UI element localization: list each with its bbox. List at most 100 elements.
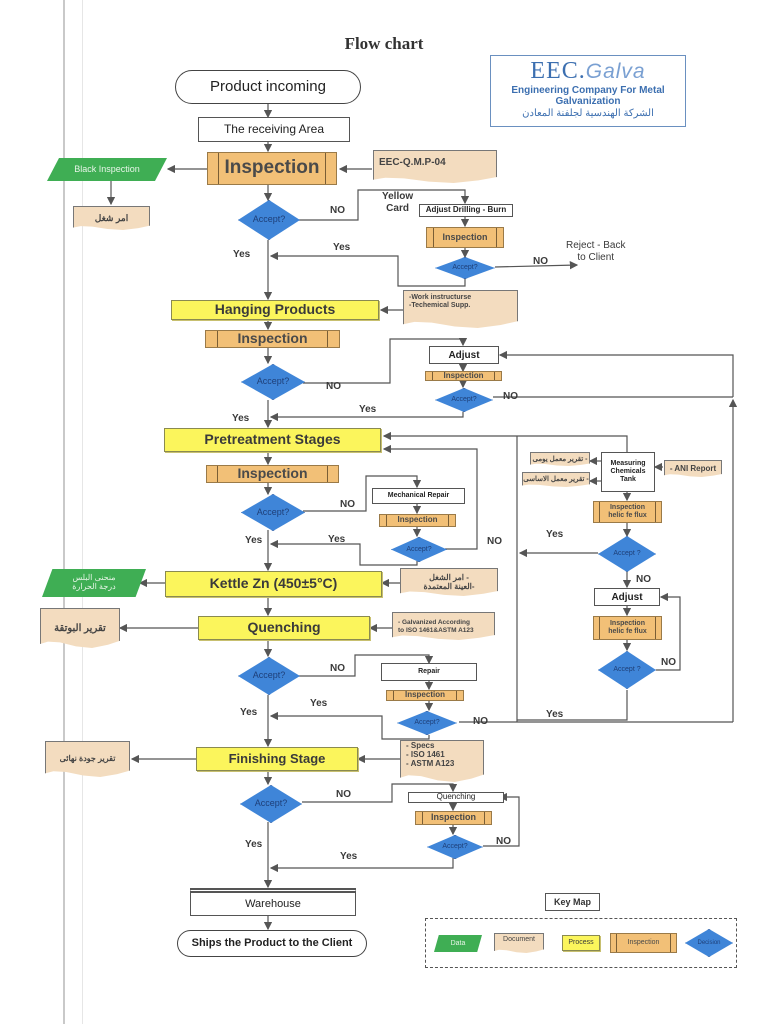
label-no: NO xyxy=(661,657,676,668)
label-no: NO xyxy=(340,499,355,510)
label-no: NO xyxy=(487,536,502,547)
connector xyxy=(269,711,430,740)
key-map-title: Key Map xyxy=(545,893,600,911)
label-no: NO xyxy=(336,789,351,800)
legend-inspection: Inspection xyxy=(610,933,677,953)
stamp-english: Engineering Company For Metal Galvanizat… xyxy=(511,85,665,107)
doc-galvanized-according: - Galvanized According to ISO 1461&ASTM … xyxy=(392,612,495,640)
connector xyxy=(302,783,458,803)
legend-decision: Decision xyxy=(685,929,733,957)
inspection-quenching-2: Inspection xyxy=(415,811,492,825)
label-yes: Yes xyxy=(245,535,263,546)
page-margin-line-secondary xyxy=(82,0,83,1024)
decision-accept-5: Accept? xyxy=(240,785,302,823)
decision-accept-3: Accept? xyxy=(241,494,305,531)
connector xyxy=(382,444,478,550)
label-no: NO xyxy=(473,716,488,727)
connector xyxy=(303,337,468,384)
stamp-logo: EEC.Galva xyxy=(530,58,646,84)
label-yes: Yes xyxy=(245,839,263,850)
doc-basic-lab-report: - تقرير معمل الاساسى xyxy=(522,472,590,487)
data-black-inspection: Black Inspection xyxy=(47,158,167,181)
doc-work-order: امر شغل xyxy=(73,206,150,230)
process-pretreatment: Pretreatment Stages xyxy=(164,428,381,452)
label-no: NO xyxy=(330,663,345,674)
inspection-pretreatment: Inspection xyxy=(206,465,339,483)
decision-accept-2: Accept? xyxy=(241,364,305,400)
connector xyxy=(298,654,434,677)
decision-accept-repair: Accept? xyxy=(397,711,457,735)
process-quenching: Quenching xyxy=(198,616,370,640)
process-kettle-zn: Kettle Zn (450±5°C) xyxy=(165,571,382,597)
inspection-repair: Inspection xyxy=(386,690,464,701)
legend-process: Process xyxy=(562,935,600,951)
connector xyxy=(498,350,734,397)
label-no: NO xyxy=(326,381,341,392)
warehouse-box: Warehouse xyxy=(190,888,356,916)
connector xyxy=(494,260,579,270)
inspection-drill: Inspection xyxy=(426,227,504,248)
doc-specs: - Specs - ISO 1461 - ASTM A123 xyxy=(400,740,484,782)
connector xyxy=(298,189,470,221)
receiving-area-box: The receiving Area xyxy=(198,117,350,142)
end-ships-to-client: Ships the Product to the Client xyxy=(177,930,367,957)
connector xyxy=(656,592,681,671)
decision-accept-adjust-1: Accept? xyxy=(435,388,493,412)
decision-accept-drill: Accept? xyxy=(435,257,495,279)
mechanical-repair-box: Mechanical Repair xyxy=(372,488,465,504)
inspection-flux-2: Inspection helic fe flux xyxy=(593,616,662,640)
repair-box: Repair xyxy=(381,663,477,681)
decision-accept-quenching-2: Accept? xyxy=(427,835,483,859)
inspection-mechanical: Inspection xyxy=(379,514,456,527)
label-yellow-card: Yellow Card xyxy=(382,191,414,214)
doc-qmp: EEC-Q.M.P-04 xyxy=(373,150,497,183)
doc-kettle-report: تقرير البوتقة xyxy=(40,608,120,648)
decision-accept-1: Accept? xyxy=(238,200,300,240)
label-yes: Yes xyxy=(233,249,251,260)
label-no: NO xyxy=(636,574,651,585)
stamp-arabic: الشركة الهندسية لجلفنة المعادن xyxy=(522,108,654,119)
doc-work-order-sample: - امر الشغل -العينة المعتمدة xyxy=(400,568,498,596)
label-yes: Yes xyxy=(546,709,564,720)
inspection-flux-1: Inspection helic fe flux xyxy=(593,501,662,523)
decision-accept-flux-2: Accept ? xyxy=(598,651,656,689)
label-reject-back: Reject - Back to Client xyxy=(566,240,626,263)
decision-accept-mechanical: Accept? xyxy=(391,537,447,562)
key-map-legend xyxy=(425,918,737,968)
connector xyxy=(303,475,422,512)
connector xyxy=(269,858,454,873)
label-yes: Yes xyxy=(359,404,377,415)
label-no: NO xyxy=(503,391,518,402)
connector xyxy=(269,412,464,422)
connector xyxy=(269,251,466,287)
label-yes: Yes xyxy=(340,851,358,862)
process-finishing-stage: Finishing Stage xyxy=(196,747,358,771)
page-title: Flow chart xyxy=(344,34,424,53)
inspection-adjust-1: Inspection xyxy=(425,371,502,381)
legend-data: Data xyxy=(434,935,482,952)
company-stamp: EEC.Galva Engineering Company For Metal … xyxy=(490,55,686,127)
connector xyxy=(483,792,520,847)
label-yes: Yes xyxy=(328,534,346,545)
adjust-drilling-box: Adjust Drilling - Burn xyxy=(419,204,513,217)
label-no: NO xyxy=(330,205,345,216)
label-no: NO xyxy=(533,256,548,267)
adjust-box-1: Adjust xyxy=(429,346,499,364)
label-yes: Yes xyxy=(546,529,564,540)
decision-accept-flux-1: Accept ? xyxy=(598,536,656,572)
inspection-hanging: Inspection xyxy=(205,330,340,348)
label-yes: Yes xyxy=(310,698,328,709)
doc-daily-lab-report: - تقرير معمل يومى xyxy=(530,452,590,466)
connector xyxy=(269,539,418,566)
connector xyxy=(382,431,628,456)
data-temperature-curve: منحنى البلس درجة الحرارة xyxy=(42,569,146,597)
doc-ani-report: - ANI Report xyxy=(664,460,722,477)
doc-final-quality-report: تقرير جودة نهائى xyxy=(45,741,130,777)
adjust-box-2: Adjust xyxy=(594,588,660,606)
inspection-main: Inspection xyxy=(207,152,337,185)
label-no: NO xyxy=(496,836,511,847)
start-product-incoming: Product incoming xyxy=(175,70,361,104)
decision-accept-4: Accept? xyxy=(238,657,300,695)
quenching-box-2: Quenching xyxy=(408,792,504,803)
measuring-chemicals-tank: Measuring Chemicals Tank xyxy=(601,452,655,492)
